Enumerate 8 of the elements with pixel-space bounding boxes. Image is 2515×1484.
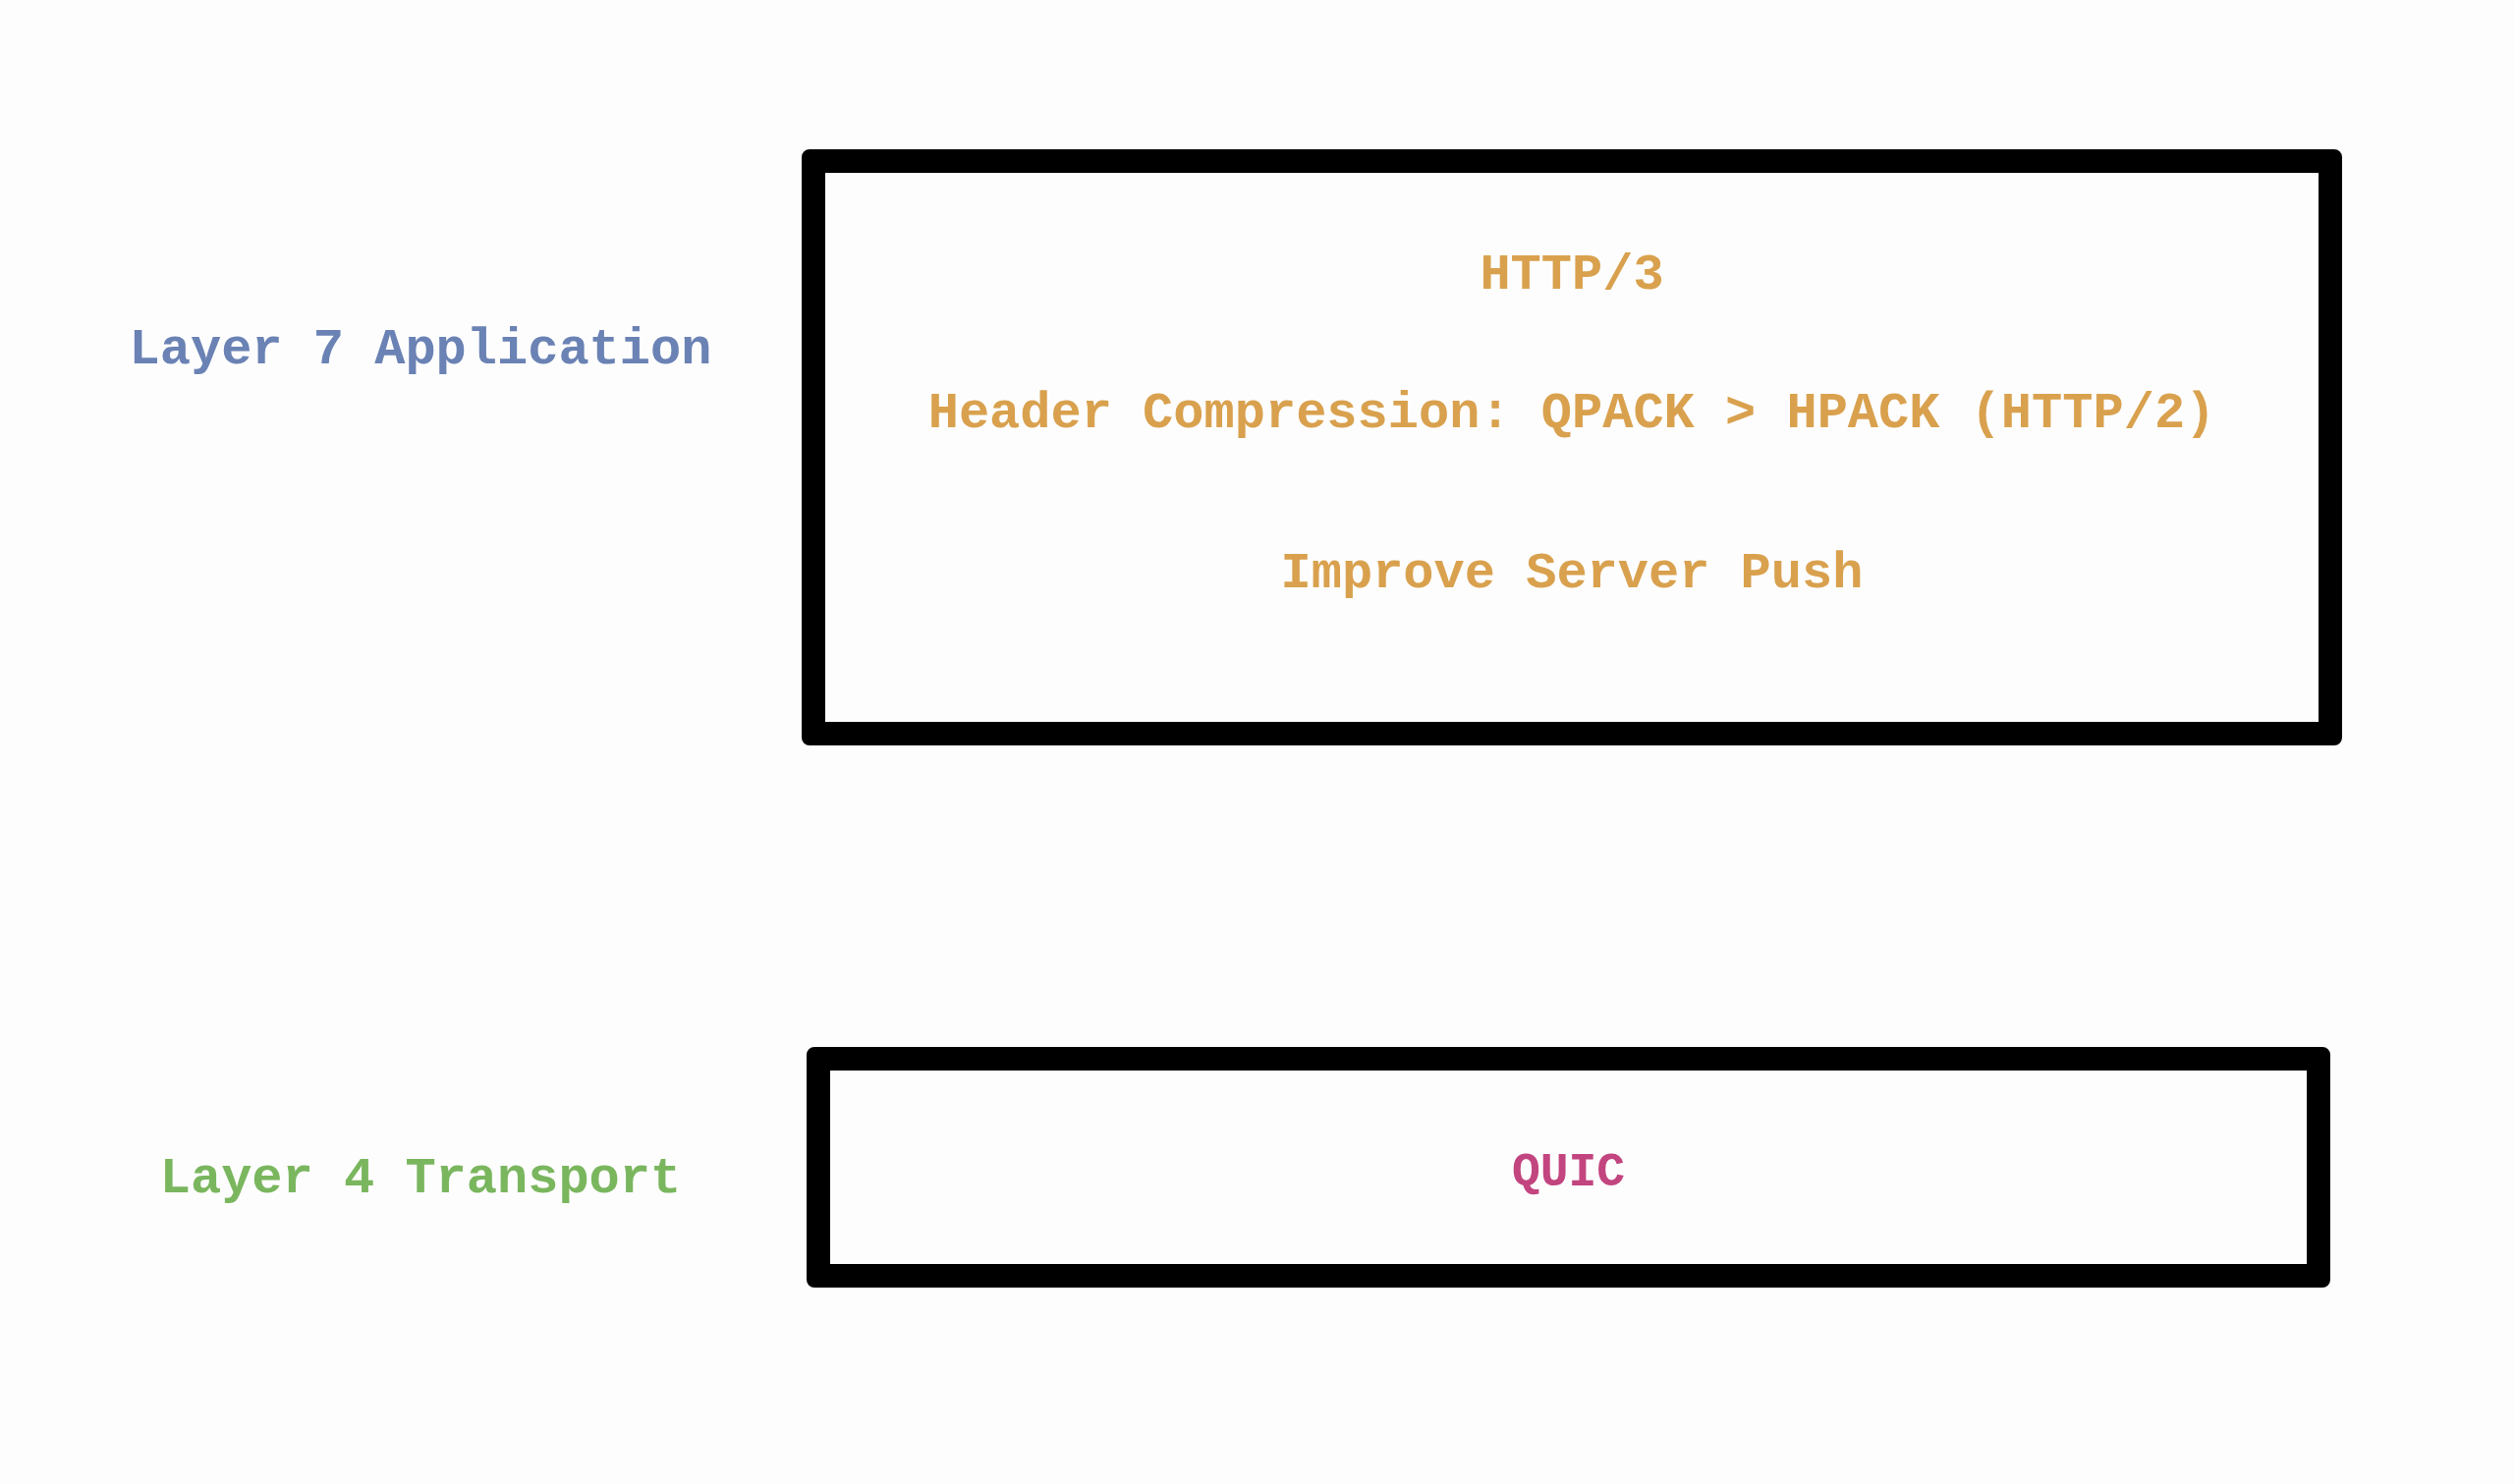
layer-box xyxy=(807,1047,2330,1288)
layer-box xyxy=(802,149,2342,745)
layer-label: Layer 4 Transport xyxy=(159,1149,682,1208)
box-heading: QUIC xyxy=(1510,1146,1627,1199)
box-heading: HTTP/3 xyxy=(1479,246,1665,304)
box-text: Improve Server Push xyxy=(1279,544,1865,603)
box-text: Header Compression: QPACK > HPACK (HTTP/2) xyxy=(926,384,2217,443)
layer-label: Layer 7 Application xyxy=(129,320,712,379)
